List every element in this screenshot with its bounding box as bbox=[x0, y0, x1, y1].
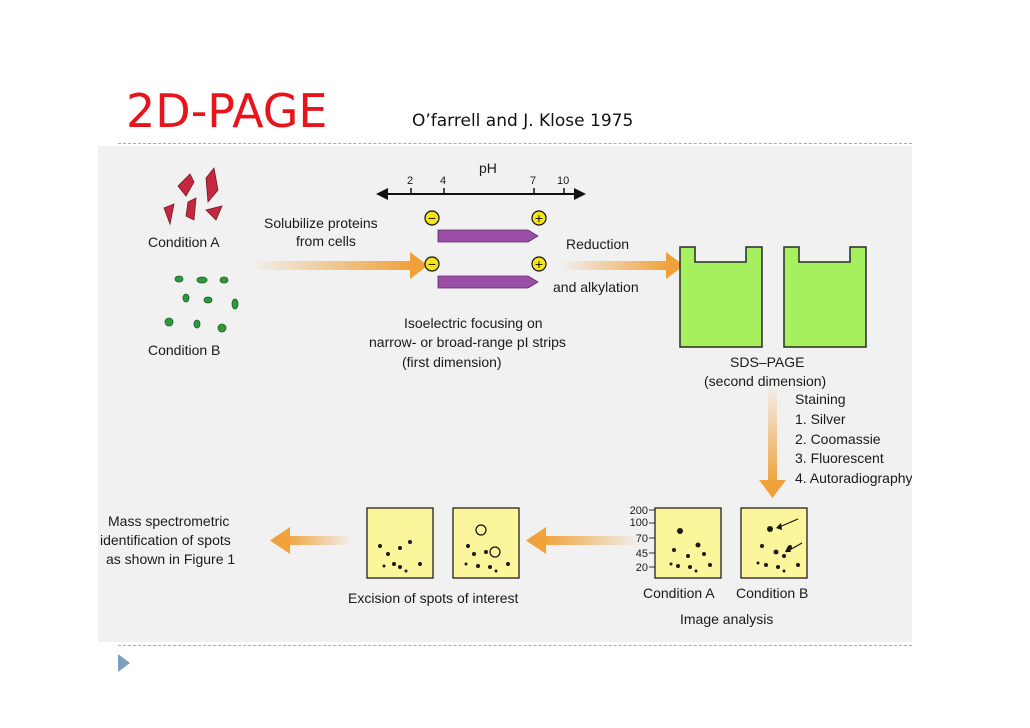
sds-gel-right bbox=[784, 247, 866, 347]
ph-tick-label: 2 bbox=[407, 175, 413, 187]
condition-a-label: Condition A bbox=[148, 234, 220, 250]
plus-sign: + bbox=[535, 256, 543, 272]
divider-bottom bbox=[118, 645, 912, 646]
ief-label-line2: narrow- or broad-range pI strips bbox=[369, 334, 566, 350]
image-condition-b-label: Condition B bbox=[736, 585, 808, 601]
gel-excision-right bbox=[453, 508, 519, 578]
image-analysis-label: Image analysis bbox=[680, 611, 773, 627]
staining-arrow-shaft bbox=[768, 384, 777, 484]
ms-arrow-shaft bbox=[286, 536, 352, 545]
slide-title: 2D-PAGE bbox=[126, 86, 327, 136]
gel-excision-left bbox=[367, 508, 433, 578]
ph-tick-label: 7 bbox=[530, 175, 536, 187]
bullet-marker bbox=[118, 654, 130, 672]
ms-label-line2: identification of spots bbox=[100, 532, 231, 548]
ms-label-line3: as shown in Figure 1 bbox=[106, 551, 235, 567]
mw-tick-label: 45 bbox=[636, 548, 648, 560]
plus-sign: + bbox=[535, 210, 543, 226]
minus-sign: − bbox=[428, 210, 436, 226]
reduction-arrow-shaft bbox=[560, 261, 670, 270]
staining-item: 2. Coomassie bbox=[795, 431, 881, 447]
solubilize-arrow-shaft bbox=[248, 261, 413, 270]
gel-image-condition-b bbox=[741, 508, 807, 578]
mw-tick-label: 20 bbox=[636, 562, 648, 574]
staining-title: Staining bbox=[795, 391, 846, 407]
sds-label-line1: SDS–PAGE bbox=[730, 354, 804, 370]
excision-label: Excision of spots of interest bbox=[348, 590, 519, 606]
solubilize-label-line2: from cells bbox=[296, 233, 356, 249]
ief-label-line3: (first dimension) bbox=[402, 354, 502, 370]
mw-tick-label: 200 bbox=[630, 505, 648, 517]
mw-tick-label: 100 bbox=[630, 517, 648, 529]
image-condition-a-label: Condition A bbox=[643, 585, 715, 601]
gel-image-condition-a bbox=[655, 508, 721, 578]
minus-sign: − bbox=[428, 256, 436, 272]
ph-label: pH bbox=[479, 160, 497, 176]
ms-label-line1: Mass spectrometric bbox=[108, 513, 229, 529]
staining-item: 3. Fluorescent bbox=[795, 450, 884, 466]
sds-gel-left bbox=[680, 247, 762, 347]
staining-item: 4. Autoradiography bbox=[795, 470, 912, 486]
excision-arrow-shaft bbox=[543, 536, 641, 545]
reduction-label-line1: Reduction bbox=[566, 236, 629, 252]
reduction-label-line2: and alkylation bbox=[553, 279, 639, 295]
sds-label-line2: (second dimension) bbox=[704, 373, 826, 389]
ph-tick-label: 10 bbox=[557, 175, 569, 187]
condition-b-label: Condition B bbox=[148, 342, 220, 358]
ph-tick-label: 4 bbox=[440, 175, 446, 187]
2d-page-workflow-diagram: Condition A Condition B Solubilize prote… bbox=[98, 146, 912, 642]
slide-subtitle: O’farrell and J. Klose 1975 bbox=[412, 110, 633, 132]
solubilize-label-line1: Solubilize proteins bbox=[264, 215, 378, 231]
ief-label-line1: Isoelectric focusing on bbox=[404, 315, 543, 331]
staining-item: 1. Silver bbox=[795, 411, 846, 427]
divider-top bbox=[118, 143, 912, 144]
